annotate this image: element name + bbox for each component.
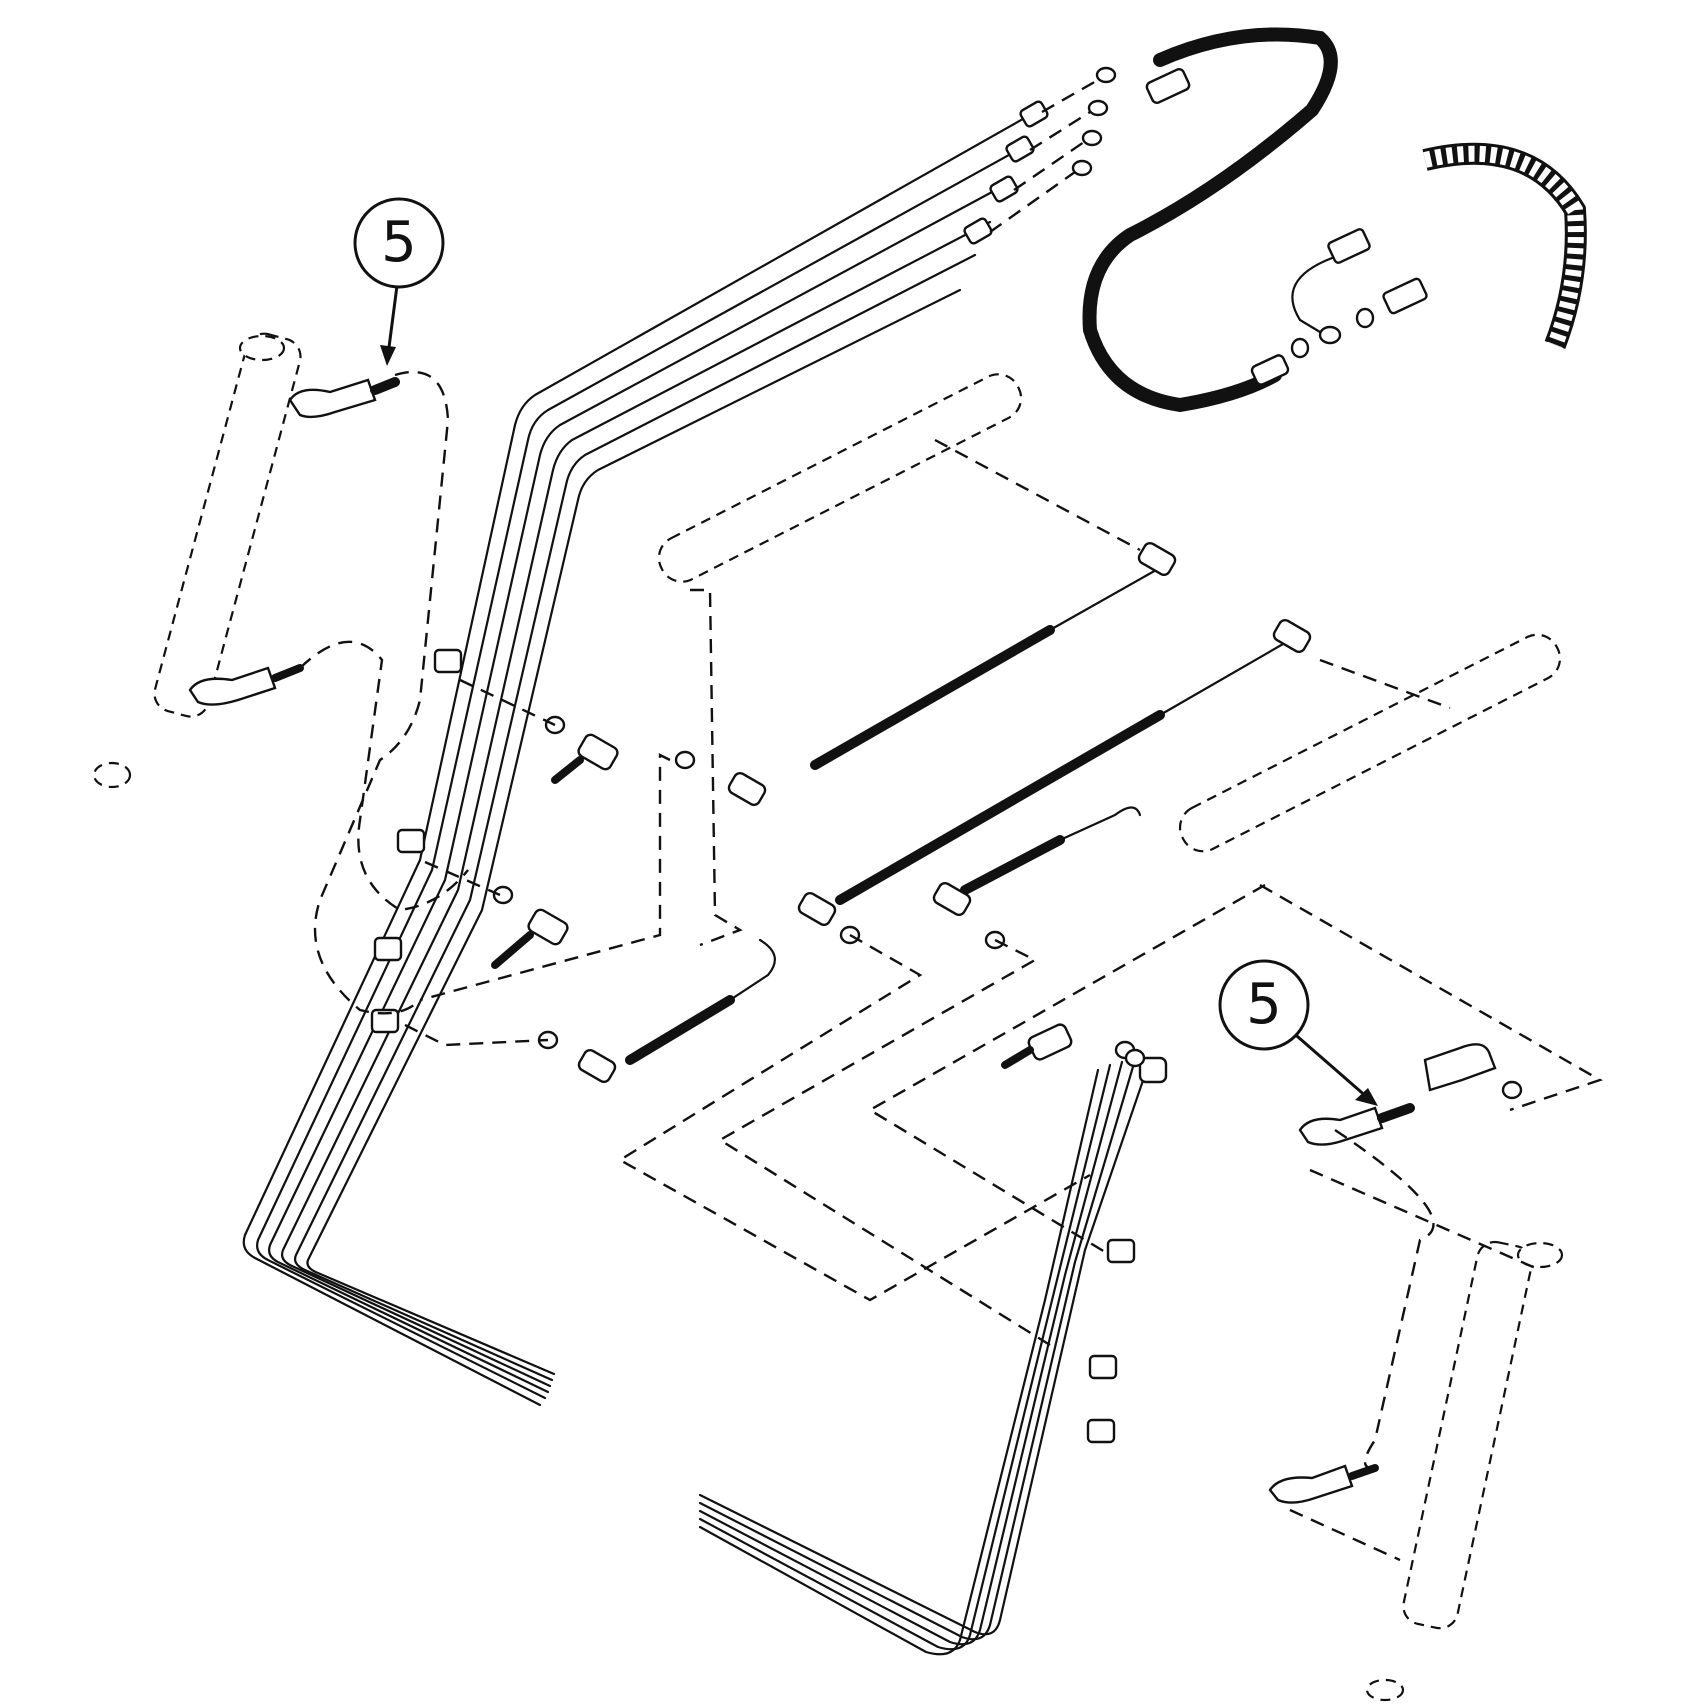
bulkhead-fittings-left — [370, 648, 463, 1034]
right-hose-assembly — [1001, 1023, 1523, 1146]
callout-5-top-left: 5 — [352, 196, 446, 290]
tube-bundle-left — [242, 113, 1032, 1407]
callout-circle — [353, 197, 445, 289]
bulkhead-fittings-right — [1086, 1056, 1168, 1444]
callout-leaders — [380, 277, 1378, 1106]
tube-bundle-right — [698, 1058, 1152, 1656]
callout-5-right: 5 — [1217, 958, 1311, 1052]
dashed-routes-center — [404, 438, 1603, 1347]
cylinder-center-right — [1178, 633, 1562, 853]
callout-circle — [1218, 959, 1310, 1051]
cylinder-right — [1268, 1129, 1564, 1702]
left-cylinder-hoses — [188, 370, 469, 1015]
small-fittings-group — [1290, 228, 1428, 359]
cylinder-left — [92, 332, 302, 789]
callout-label: 5 — [1246, 972, 1282, 1037]
hose-loop-top — [1082, 27, 1338, 413]
mesh-sleeve — [1422, 142, 1587, 349]
o-rings-top — [989, 66, 1117, 233]
cylinder-center-upper — [657, 373, 1023, 583]
callout-label: 5 — [381, 210, 417, 275]
tube-end-fittings-top — [963, 100, 1049, 245]
central-hoses — [577, 541, 1312, 1084]
